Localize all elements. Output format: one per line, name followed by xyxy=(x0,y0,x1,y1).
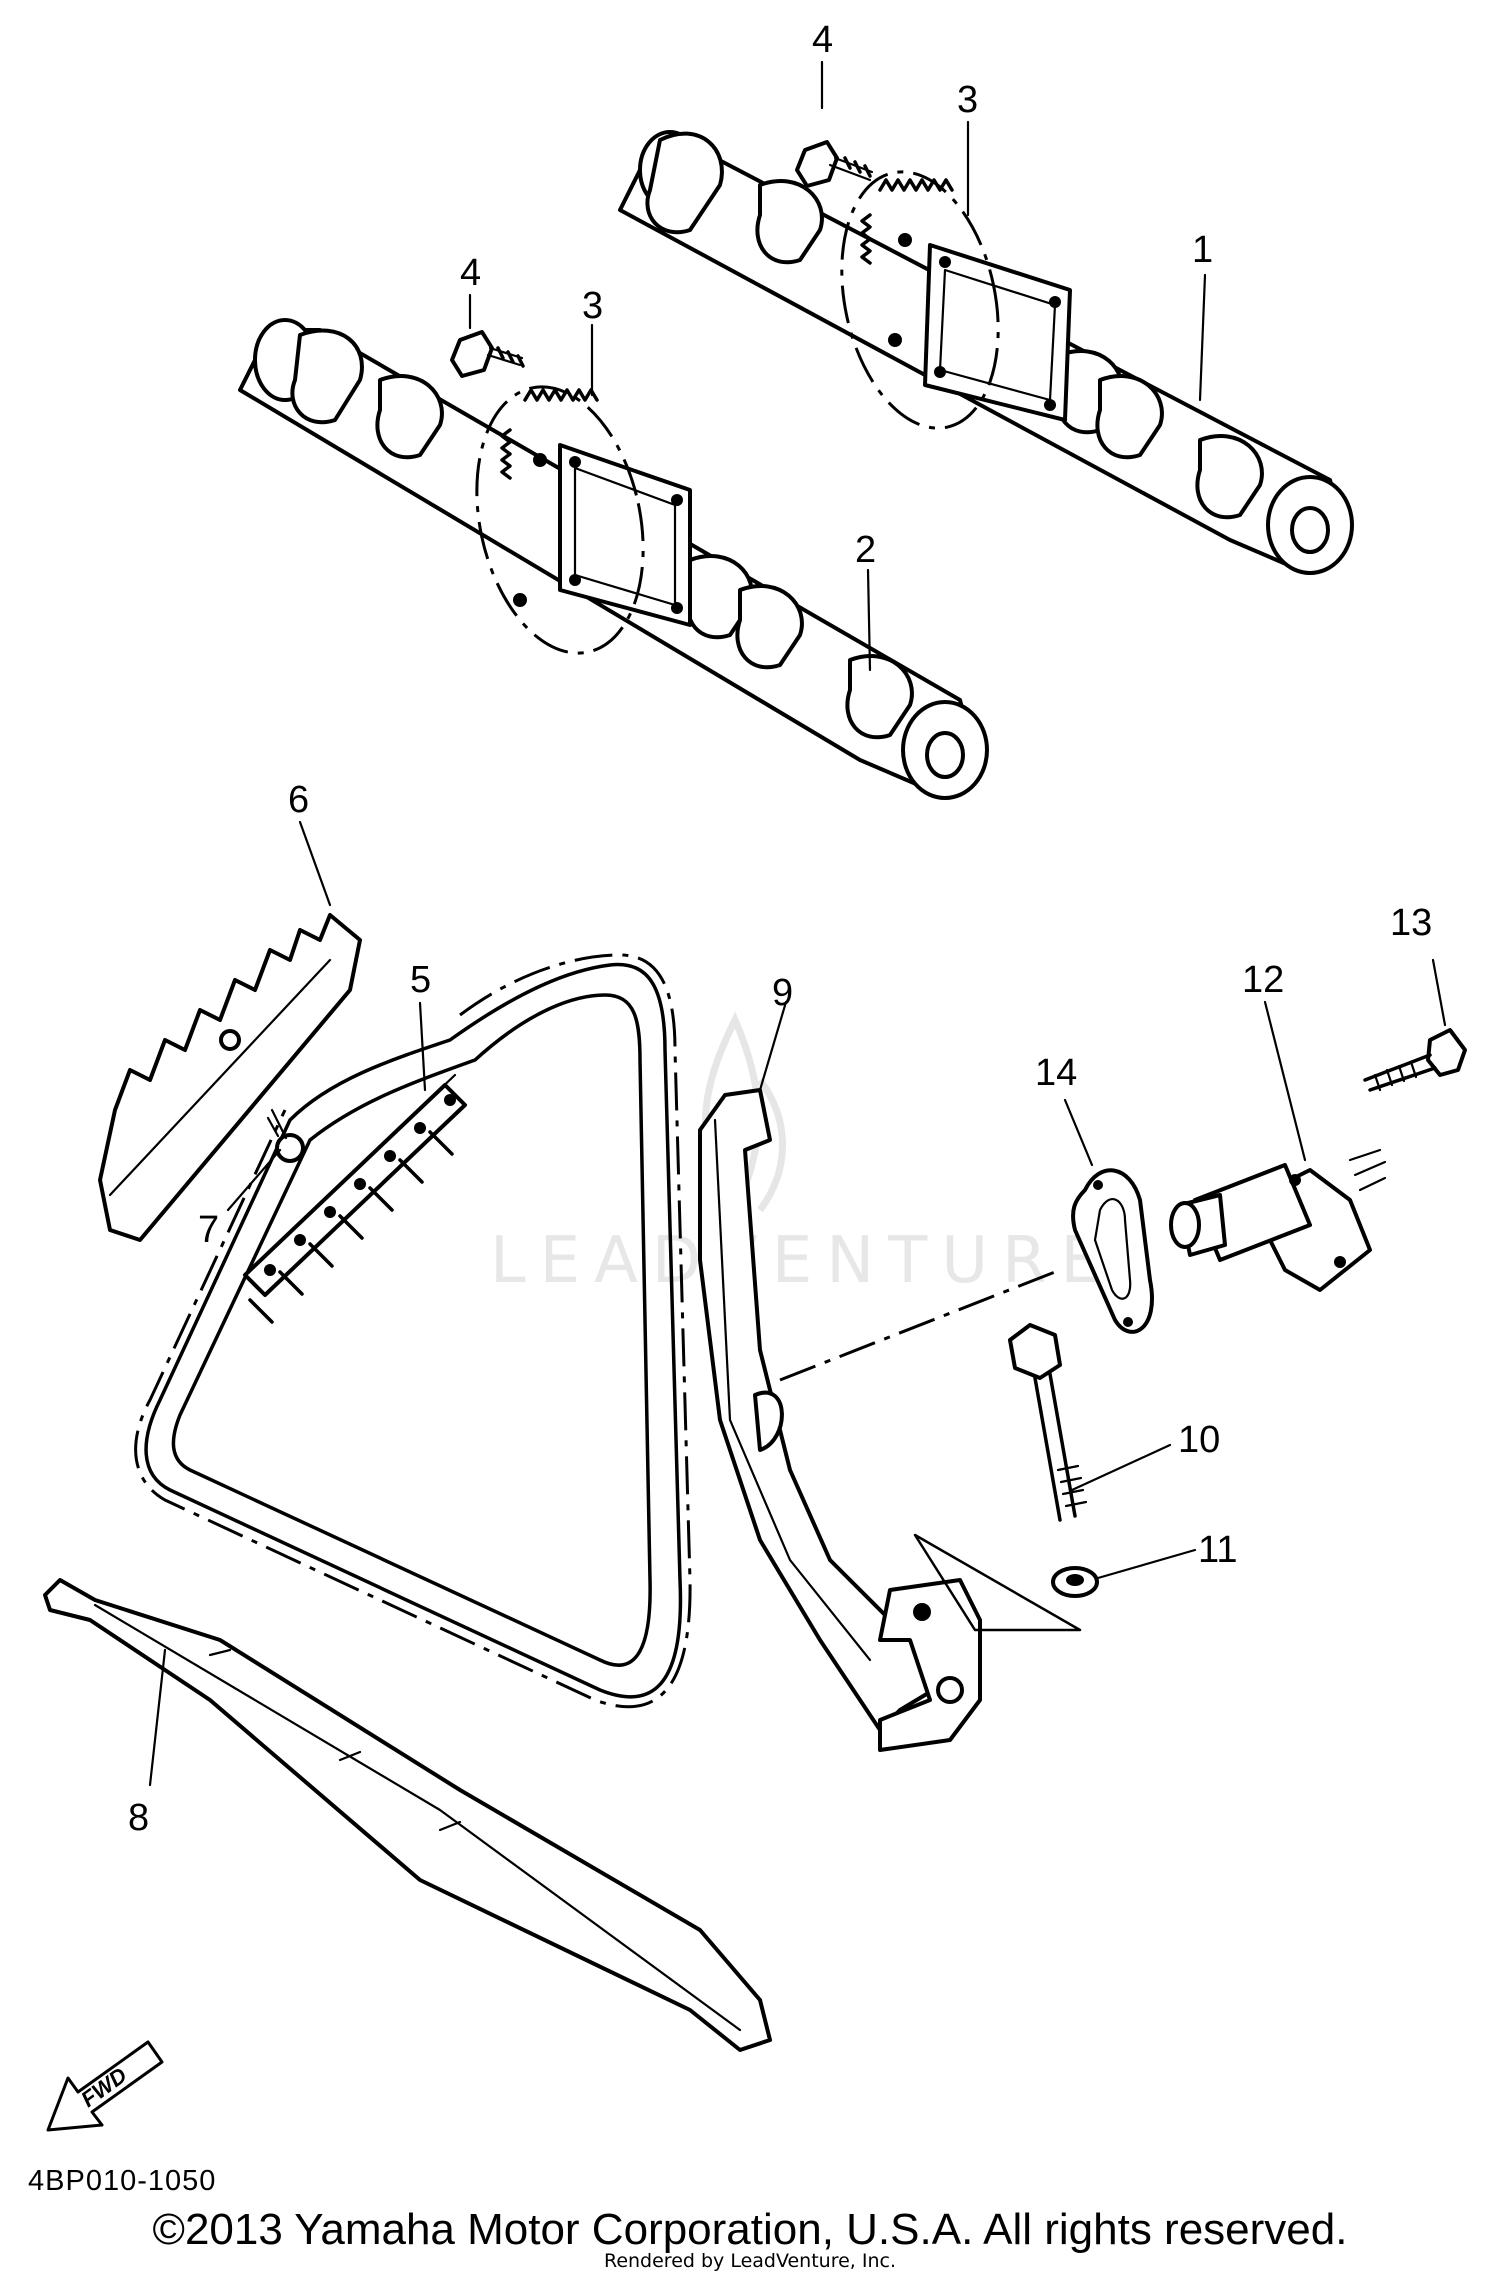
diagram-code: 4BP010-1050 xyxy=(28,2165,217,2197)
callout-8: 8 xyxy=(128,1797,149,1839)
sprocket-bolt-lower xyxy=(450,330,525,378)
sprocket-bolt-upper xyxy=(795,140,874,188)
callout-2: 2 xyxy=(855,529,876,571)
assembly-guide-line xyxy=(913,1533,1082,1632)
cam-chain xyxy=(134,953,692,1709)
callout-4-upper: 4 xyxy=(812,19,833,61)
tensioner-gasket xyxy=(1071,1168,1154,1334)
watermark-text: LEADVENTURE xyxy=(490,1224,1115,1298)
camshaft-exhaust xyxy=(618,130,1354,575)
callout-7: 7 xyxy=(198,1209,219,1251)
chain-guide-stopper xyxy=(98,913,362,1242)
camshaft-intake xyxy=(238,318,989,800)
callout-4-lower: 4 xyxy=(460,252,481,294)
callout-12: 12 xyxy=(1242,959,1284,1001)
fwd-arrow-icon: FWD xyxy=(46,2040,164,2132)
chain-guide-exhaust xyxy=(43,1578,772,2052)
callout-14: 14 xyxy=(1035,1052,1077,1094)
callout-labels: 1 2 3 3 4 4 5 6 7 8 9 10 11 12 13 14 xyxy=(128,19,1432,1839)
callout-11: 11 xyxy=(1198,1529,1237,1571)
callout-9: 9 xyxy=(772,972,793,1014)
callout-5: 5 xyxy=(410,959,431,1001)
chain-tensioner xyxy=(1169,1148,1387,1292)
washer xyxy=(1051,1566,1099,1598)
callout-6: 6 xyxy=(288,779,309,821)
chain-guide-intake xyxy=(698,1088,982,1752)
cam-sprocket-exhaust xyxy=(840,170,1000,430)
cam-chain-links xyxy=(243,1073,467,1324)
tensioner-mount-line xyxy=(779,1268,1061,1382)
guide-screw xyxy=(266,1108,305,1163)
guide-bolt xyxy=(1008,1323,1088,1522)
callout-leaders xyxy=(148,60,1447,1787)
cam-sprocket-intake xyxy=(475,385,645,655)
copyright-notice: ©2013 Yamaha Motor Corporation, U.S.A. A… xyxy=(152,2205,1348,2254)
rendered-by-notice: Rendered by LeadVenture, Inc. xyxy=(603,2250,897,2272)
tensioner-bolt xyxy=(1363,1028,1467,1092)
callout-1: 1 xyxy=(1192,229,1213,271)
callout-10: 10 xyxy=(1178,1419,1220,1461)
callout-13: 13 xyxy=(1390,902,1432,944)
callout-3-upper: 3 xyxy=(957,79,978,121)
callout-3-lower: 3 xyxy=(582,285,603,327)
